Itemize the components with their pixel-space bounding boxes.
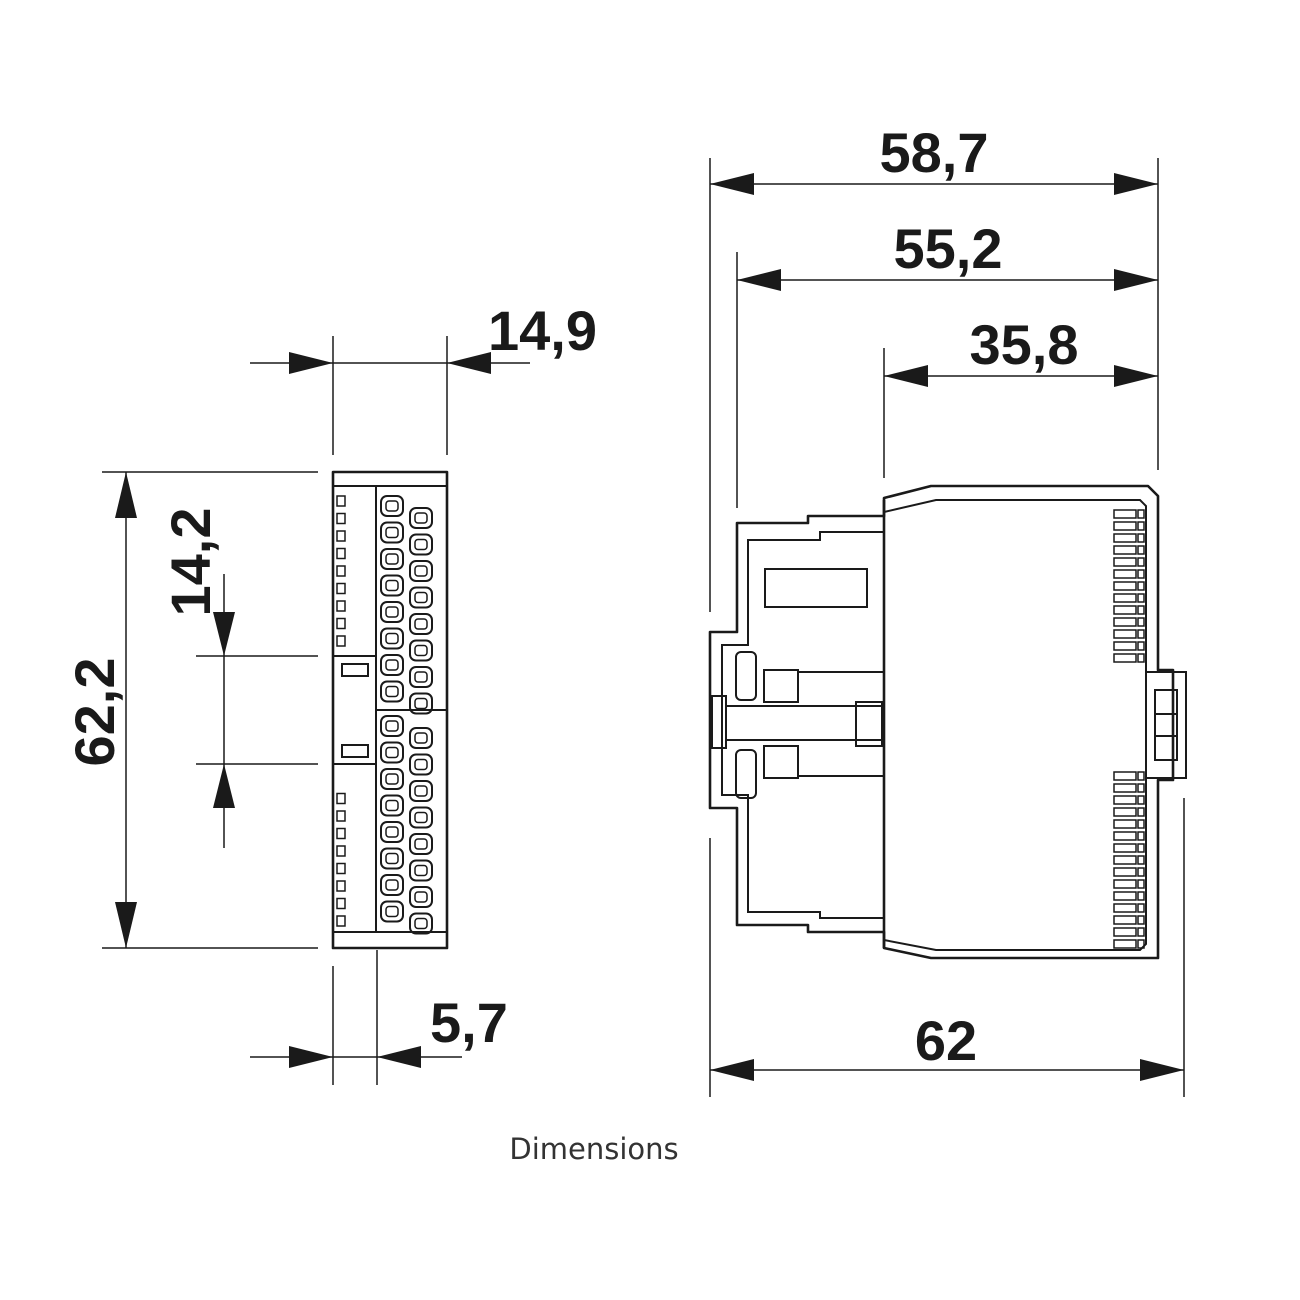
- dim-label-width-front: 14,9: [488, 299, 597, 362]
- dimension-14-9: 14,9: [250, 299, 597, 455]
- figure-caption: Dimensions: [509, 1132, 679, 1166]
- dimension-55-2: 55,2: [736, 217, 1158, 508]
- front-view: [331, 470, 449, 950]
- dim-label-height: 62,2: [63, 658, 126, 767]
- side-view: [708, 484, 1187, 960]
- dimension-62: 62: [709, 798, 1185, 1097]
- dimension-35-8: 35,8: [883, 313, 1158, 478]
- dim-label-pitch: 14,2: [159, 508, 222, 617]
- dim-label-depth-body: 55,2: [894, 217, 1003, 280]
- dimension-58-7: 58,7: [709, 121, 1159, 612]
- dim-label-depth-cover: 35,8: [970, 313, 1079, 376]
- dimension-5-7: 5,7: [250, 950, 508, 1085]
- dimension-14-2: 14,2: [159, 508, 318, 848]
- dimension-62-2: 62,2: [63, 471, 318, 949]
- dim-label-offset: 5,7: [430, 991, 508, 1054]
- dim-label-depth-bottom: 62: [915, 1009, 977, 1072]
- dim-label-depth-total: 58,7: [880, 121, 989, 184]
